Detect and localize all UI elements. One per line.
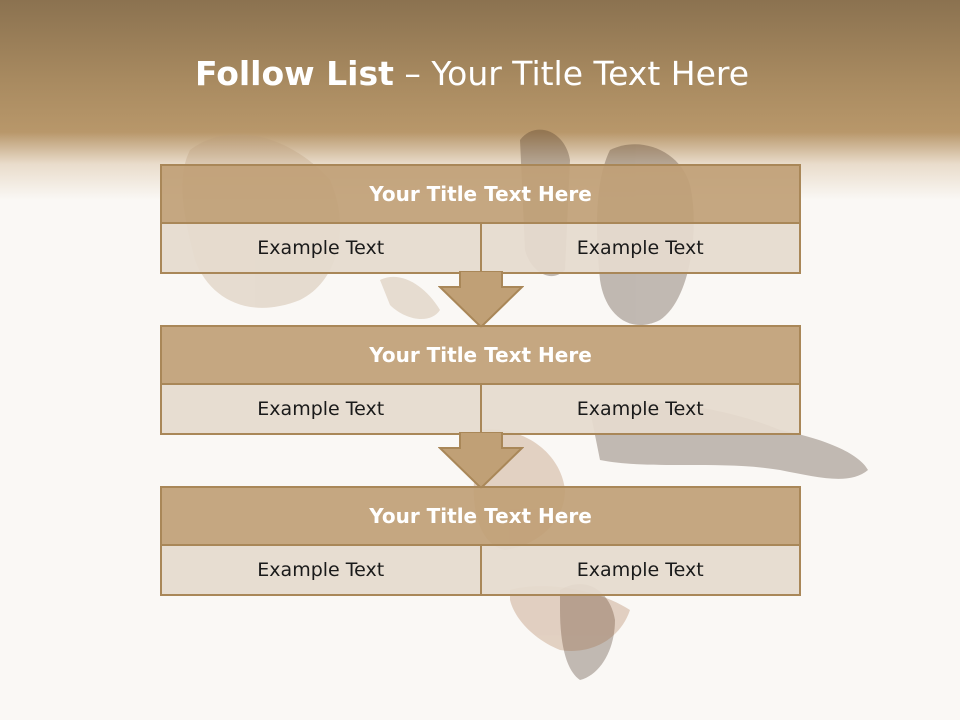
slide-title-bold: Follow List	[194, 54, 394, 93]
slide-title-rest: – Your Title Text Here	[393, 54, 750, 93]
block-cell-right: Example Text	[479, 224, 799, 272]
block-heading: Your Title Text Here	[162, 327, 799, 385]
block-cell-right: Example Text	[479, 385, 799, 433]
block-row: Example Text Example Text	[162, 224, 799, 272]
block-heading: Your Title Text Here	[162, 488, 799, 546]
list-block-3: Your Title Text Here Example Text Exampl…	[160, 486, 801, 596]
block-row: Example Text Example Text	[162, 546, 799, 594]
down-arrow-icon	[438, 432, 524, 490]
block-cell-left: Example Text	[162, 385, 480, 433]
block-cell-left: Example Text	[162, 546, 480, 594]
block-cell-left: Example Text	[162, 224, 480, 272]
block-row: Example Text Example Text	[162, 385, 799, 433]
list-block-2: Your Title Text Here Example Text Exampl…	[160, 325, 801, 435]
block-heading: Your Title Text Here	[162, 166, 799, 224]
list-block-1: Your Title Text Here Example Text Exampl…	[160, 164, 801, 274]
block-cell-right: Example Text	[479, 546, 799, 594]
slide-title: Follow List – Your Title Text Here	[0, 54, 944, 93]
down-arrow-icon	[438, 271, 524, 329]
